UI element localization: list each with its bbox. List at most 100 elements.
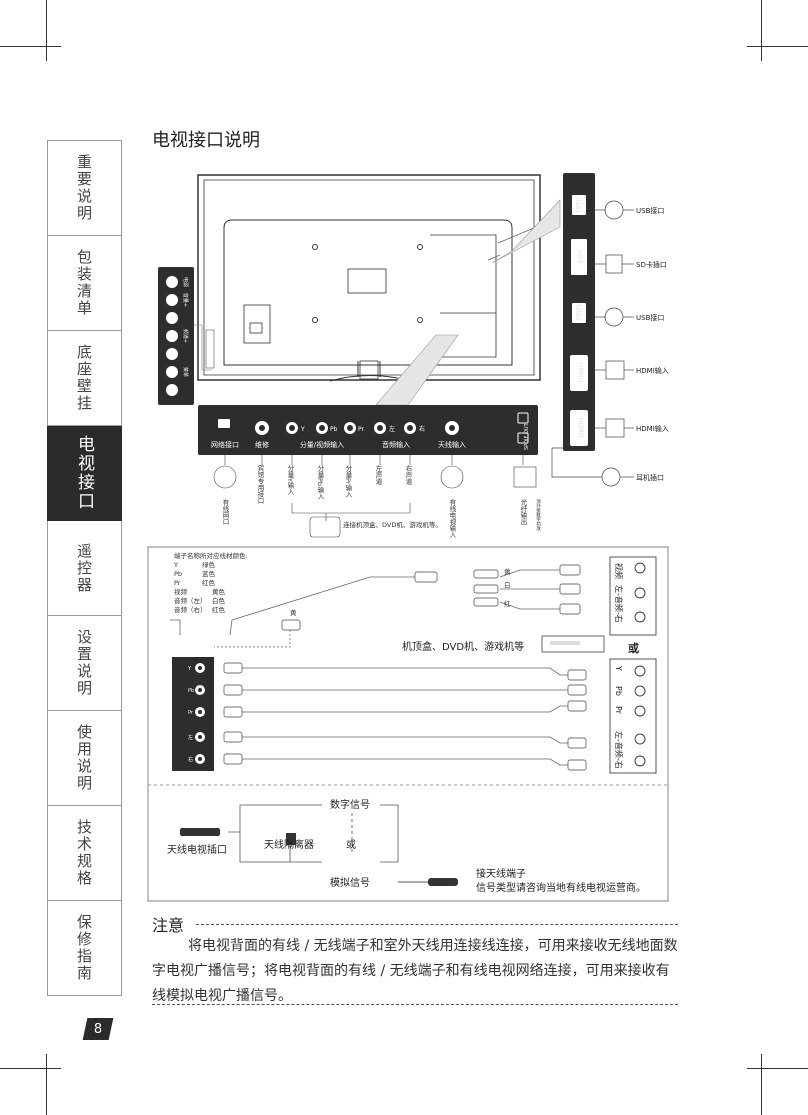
crop-mark: [747, 1068, 808, 1069]
svg-text:USB2: USB2: [574, 305, 581, 321]
svg-text:右声道: 右声道: [404, 464, 412, 486]
sidebar-tabs: 重要说明 包装清单 底座壁挂 电视接口 遥控器 设置说明 使用说明 技术规格 保…: [47, 140, 122, 996]
svg-text:HDMI2: HDMI2: [577, 418, 584, 438]
crop-mark: [0, 46, 61, 47]
tab-mount[interactable]: 底座壁挂: [47, 331, 122, 426]
svg-text:天线隔离器: 天线隔离器: [264, 838, 314, 851]
tv-back: [197, 174, 547, 382]
tab-remote[interactable]: 遥控器: [47, 521, 122, 616]
svg-text:接天线端子: 接天线端子: [476, 867, 526, 880]
crop-mark: [761, 1054, 762, 1115]
svg-text:菜单: 菜单: [182, 367, 189, 377]
svg-text:Y: Y: [300, 426, 305, 433]
svg-text:HDMI输入: HDMI输入: [636, 366, 669, 375]
zoom-beam: [375, 334, 459, 406]
tab-warranty[interactable]: 保修指南: [47, 901, 122, 996]
svg-text:分量/视频输入: 分量/视频输入: [300, 440, 344, 449]
tab-important[interactable]: 重要说明: [47, 140, 122, 236]
rca-plugs: [223, 564, 587, 771]
tab-usage[interactable]: 使用说明: [47, 711, 122, 806]
svg-text:宾馆专用接口: 宾馆专用接口: [256, 464, 264, 505]
divider: [152, 1004, 678, 1005]
right-port-panel: USB1 SD卡 USB2 HDMI1 HDMI2: [563, 173, 595, 451]
svg-text:频道+: 频道+: [182, 329, 189, 343]
page-number: 8: [82, 1018, 114, 1040]
svg-text:维修: 维修: [255, 440, 269, 449]
svg-text:Pb: Pb: [614, 686, 623, 696]
crop-mark: [46, 0, 47, 61]
svg-text:Pr: Pr: [188, 710, 194, 716]
svg-text:左: 左: [188, 734, 193, 741]
svg-text:音频（左）: 音频（左）: [174, 596, 207, 605]
svg-text:分量Pr输入: 分量Pr输入: [344, 464, 352, 498]
svg-text:Pr: Pr: [614, 706, 623, 715]
svg-text:SPDIF OUT: SPDIF OUT: [524, 422, 530, 450]
svg-text:黄色: 黄色: [212, 587, 226, 596]
svg-text:右: 右: [419, 425, 425, 433]
svg-text:天线电视插口: 天线电视插口: [167, 843, 227, 856]
tab-package[interactable]: 包装清单: [47, 236, 122, 331]
svg-text:或: 或: [346, 839, 356, 851]
bottom-callouts: 有线网口 宾馆专用接口 分量Y输入 分量Pb输入 分量Pr输入 左声道 右声道 …: [213, 455, 541, 539]
page-title: 电视接口说明: [152, 130, 260, 151]
svg-text:Y: Y: [614, 665, 623, 671]
svg-text:Pb: Pb: [174, 570, 182, 578]
svg-text:白: 白: [504, 580, 511, 589]
svg-text:USB接口: USB接口: [636, 206, 664, 215]
bottom-port-panel: Y Pb Pr 左 右 SPDIF OUT 网络接口 维修 分量/视频输入 音频…: [198, 405, 538, 455]
divider: [196, 924, 678, 925]
svg-text:音量+: 音量+: [182, 293, 189, 307]
svg-text:网络接口: 网络接口: [211, 440, 239, 449]
svg-text:有线电视输入: 有线电视输入: [448, 498, 456, 539]
svg-text:黄: 黄: [504, 567, 511, 576]
svg-text:机顶盒、DVD机、游戏机等: 机顶盒、DVD机、游戏机等: [402, 640, 524, 653]
svg-text:电源: 电源: [182, 277, 189, 287]
tab-specs[interactable]: 技术规格: [47, 806, 122, 901]
svg-text:Pr: Pr: [174, 579, 181, 587]
svg-text:信号类型请咨询当地有线电视运营商。: 信号类型请咨询当地有线电视运营商。: [476, 881, 646, 894]
note-heading: 注意: [152, 916, 185, 935]
svg-text:Y: Y: [187, 666, 192, 672]
svg-text:分量Y输入: 分量Y输入: [286, 464, 294, 495]
svg-text:SD卡: SD卡: [576, 250, 584, 264]
svg-text:连接机顶盒、DVD机、游戏机等。: 连接机顶盒、DVD机、游戏机等。: [343, 520, 442, 529]
crop-mark: [46, 1054, 47, 1115]
svg-text:USB接口: USB接口: [636, 313, 664, 322]
svg-text:Pb: Pb: [330, 426, 338, 433]
svg-text:左-音频-右: 左-音频-右: [614, 731, 624, 769]
svg-text:红色: 红色: [202, 578, 216, 587]
svg-text:数字信号: 数字信号: [330, 798, 370, 811]
svg-text:耳机插口: 耳机插口: [636, 473, 664, 482]
side-keys: 电源 音量+ 频道+ 菜单: [158, 267, 215, 405]
svg-text:视频: 视频: [614, 563, 624, 579]
svg-text:USB1: USB1: [574, 197, 581, 213]
svg-text:蓝色: 蓝色: [202, 569, 216, 578]
svg-text:Pb: Pb: [188, 688, 194, 694]
tab-settings[interactable]: 设置说明: [47, 616, 122, 711]
note-body: 将电视背面的有线 / 无线端子和室外天线用连接线连接，可用来接收无线地面数字电视…: [152, 938, 678, 1004]
svg-text:须外接数字功放: 须外接数字功放: [536, 498, 541, 532]
svg-text:天线输入: 天线输入: [438, 440, 466, 449]
svg-text:光纤输出: 光纤输出: [519, 498, 527, 527]
svg-text:音频（右）: 音频（右）: [174, 605, 207, 614]
tab-tv-interfaces[interactable]: 电视接口: [47, 426, 122, 521]
svg-text:Y: Y: [173, 561, 178, 569]
svg-text:左声道: 左声道: [374, 464, 382, 486]
svg-text:Pr: Pr: [358, 426, 365, 433]
svg-text:白色: 白色: [212, 596, 226, 605]
svg-text:右: 右: [188, 756, 193, 763]
svg-text:黄: 黄: [290, 608, 297, 617]
crop-mark: [747, 46, 808, 47]
crop-mark: [0, 1068, 61, 1069]
crop-mark: [761, 0, 762, 61]
svg-text:左: 左: [389, 425, 395, 433]
svg-text:红色: 红色: [212, 605, 226, 614]
antenna-section: 数字信号 模拟信号 或 天线电视插口 天线隔离器 接天线端子 信号类型请咨询当地…: [167, 798, 646, 894]
svg-text:有线网口: 有线网口: [221, 498, 229, 526]
svg-text:红: 红: [504, 599, 511, 608]
svg-text:音频输入: 音频输入: [382, 440, 410, 449]
svg-text:视频: 视频: [174, 587, 188, 596]
svg-text:或: 或: [628, 641, 639, 655]
svg-text:端子名称所对应线材颜色:: 端子名称所对应线材颜色:: [174, 551, 248, 560]
